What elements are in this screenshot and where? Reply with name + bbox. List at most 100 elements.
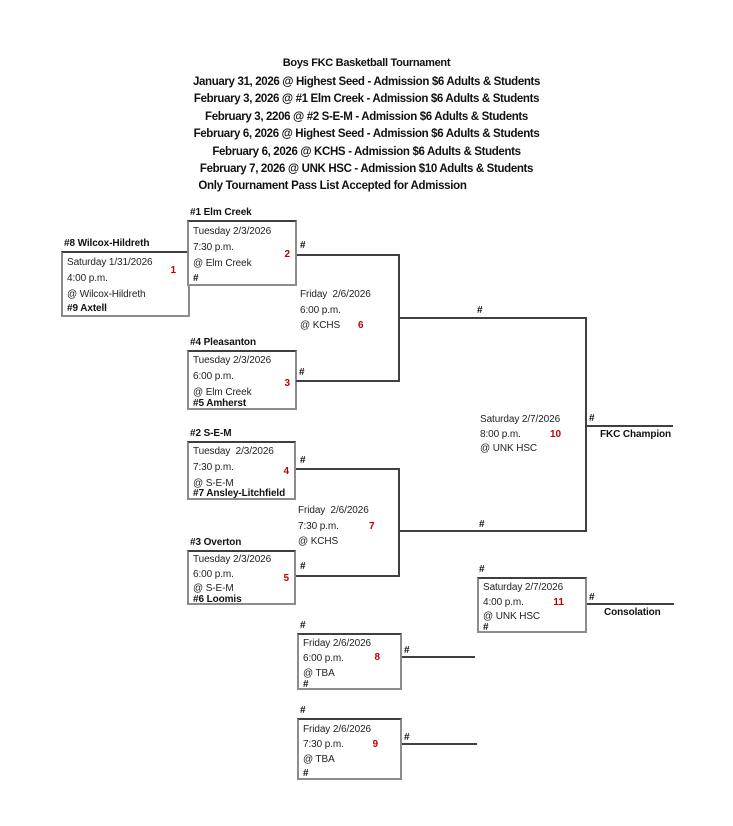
game5-bottom-team: #6 Loomis bbox=[193, 594, 242, 605]
game1-bottom-team: #9 Axtell bbox=[67, 303, 107, 314]
game7-winner-slot: # bbox=[479, 519, 485, 530]
schedule-line-2: February 3, 2026 @ #1 Elm Creek - Admiss… bbox=[193, 93, 540, 106]
game4-box: Tuesday 2/3/2026 7:30 p.m. @ S-E-M #7 An… bbox=[187, 441, 296, 500]
game8-winner-slot: # bbox=[404, 645, 410, 656]
game4-location: @ S-E-M bbox=[193, 478, 234, 489]
connector-g7-winner bbox=[400, 530, 587, 532]
game8-bottom-slot: # bbox=[303, 679, 309, 690]
connector-championship-vertical bbox=[585, 317, 587, 532]
game8-box: Friday 2/6/2026 6:00 p.m. @ TBA # 8 bbox=[297, 633, 402, 690]
game7-number: 7 bbox=[369, 521, 375, 532]
consolation-label: Consolation bbox=[604, 607, 661, 618]
game1-location: @ Wilcox-Hildreth bbox=[67, 289, 146, 300]
game11-date: Saturday 2/7/2026 bbox=[483, 582, 564, 593]
admission-note: Only Tournament Pass List Accepted for A… bbox=[198, 180, 467, 193]
connector-g7-vertical bbox=[398, 468, 400, 577]
tournament-header: Boys FKC Basketball Tournament January 3… bbox=[0, 57, 733, 192]
game9-winner-slot: # bbox=[404, 732, 410, 743]
game2-location: @ Elm Creek bbox=[193, 258, 252, 269]
game3-number: 3 bbox=[284, 378, 290, 389]
game7-date: Friday 2/6/2026 bbox=[298, 505, 369, 516]
game11-top-slot: # bbox=[479, 564, 485, 575]
tournament-title: Boys FKC Basketball Tournament bbox=[282, 57, 451, 69]
game9-box: Friday 2/6/2026 7:30 p.m. @ TBA # 9 bbox=[297, 718, 402, 780]
schedule-line-5: February 6, 2026 @ KCHS - Admission $6 A… bbox=[212, 145, 521, 158]
game8-date: Friday 2/6/2026 bbox=[303, 638, 371, 649]
game11-winner-slot: # bbox=[589, 592, 595, 603]
connector-g5-feed bbox=[296, 575, 400, 577]
game10-winner-slot: # bbox=[589, 413, 595, 424]
game3-date: Tuesday 2/3/2026 bbox=[193, 355, 272, 366]
game6-number: 6 bbox=[358, 320, 364, 331]
game4-number: 4 bbox=[283, 466, 289, 477]
champion-label: FKC Champion bbox=[600, 429, 672, 440]
game1-top-team: #8 Wilcox-Hildreth bbox=[64, 238, 150, 249]
game6-location: @ KCHS bbox=[300, 320, 341, 331]
game5-date: Tuesday 2/3/2026 bbox=[193, 554, 272, 565]
game4-top-team: #2 S-E-M bbox=[190, 428, 232, 439]
connector-g8-winner bbox=[402, 656, 475, 658]
game6-date: Friday 2/6/2026 bbox=[300, 289, 371, 300]
game9-number: 9 bbox=[372, 739, 378, 750]
schedule-line-1: January 31, 2026 @ Highest Seed - Admiss… bbox=[192, 76, 541, 88]
game2-date: Tuesday 2/3/2026 bbox=[193, 226, 272, 237]
game8-number: 8 bbox=[374, 652, 380, 663]
game5-winner-slot: # bbox=[300, 561, 306, 572]
game11-box: Saturday 2/7/2026 4:00 p.m. @ UNK HSC # … bbox=[477, 577, 587, 633]
game2-bottom-slot: # bbox=[193, 273, 199, 284]
connector-g9-winner bbox=[402, 743, 477, 745]
game1-box: Saturday 1/31/2026 4:00 p.m. @ Wilcox-Hi… bbox=[61, 251, 190, 317]
game9-time: 7:30 p.m. bbox=[303, 739, 344, 750]
game6-time: 6:00 p.m. bbox=[300, 305, 341, 316]
game8-time: 6:00 p.m. bbox=[303, 653, 344, 664]
game5-box: Tuesday 2/3/2026 6:00 p.m. @ S-E-M #6 Lo… bbox=[187, 550, 296, 605]
schedule-line-3: February 3, 2206 @ #2 S-E-M - Admission … bbox=[205, 110, 528, 123]
game7-location: @ KCHS bbox=[298, 536, 339, 547]
game2-winner-slot: # bbox=[300, 240, 306, 251]
game9-date: Friday 2/6/2026 bbox=[303, 724, 371, 735]
game8-top-slot: # bbox=[300, 620, 306, 631]
connector-g6-vertical bbox=[398, 254, 400, 382]
game3-winner-slot: # bbox=[299, 367, 305, 378]
game4-date: Tuesday 2/3/2026 bbox=[193, 446, 274, 457]
game10-date: Saturday 2/7/2026 bbox=[480, 414, 561, 425]
game5-location: @ S-E-M bbox=[193, 583, 234, 594]
game7-time: 7:30 p.m. bbox=[298, 521, 339, 532]
game3-box: Tuesday 2/3/2026 6:00 p.m. @ Elm Creek #… bbox=[187, 350, 297, 410]
game11-number: 11 bbox=[553, 597, 564, 608]
game5-top-team: #3 Overton bbox=[190, 537, 242, 548]
game4-time: 7:30 p.m. bbox=[193, 462, 234, 473]
game9-location: @ TBA bbox=[303, 754, 335, 765]
game5-time: 6:00 p.m. bbox=[193, 569, 234, 580]
schedule-line-4: February 6, 2026 @ Highest Seed - Admiss… bbox=[193, 128, 540, 141]
game1-number: 1 bbox=[170, 265, 176, 276]
game2-top-team: #1 Elm Creek bbox=[190, 207, 252, 218]
game8-location: @ TBA bbox=[303, 668, 335, 679]
connector-g6-winner bbox=[400, 317, 587, 319]
game2-box: Tuesday 2/3/2026 7:30 p.m. @ Elm Creek #… bbox=[187, 220, 297, 286]
game2-time: 7:30 p.m. bbox=[193, 242, 234, 253]
game11-location: @ UNK HSC bbox=[483, 611, 541, 622]
game3-top-team: #4 Pleasanton bbox=[190, 337, 256, 348]
game3-bottom-team: #5 Amherst bbox=[193, 398, 247, 409]
game9-bottom-slot: # bbox=[303, 768, 309, 779]
game11-time: 4:00 p.m. bbox=[483, 597, 524, 608]
connector-g2-feed bbox=[297, 254, 400, 256]
game1-time: 4:00 p.m. bbox=[67, 273, 108, 284]
connector-g3-feed bbox=[296, 380, 400, 382]
game10-time: 8:00 p.m. bbox=[480, 429, 521, 440]
game10-location: @ UNK HSC bbox=[480, 443, 538, 454]
connector-champion-winner bbox=[587, 425, 673, 427]
game2-number: 2 bbox=[284, 249, 290, 260]
game6-winner-slot: # bbox=[477, 305, 483, 316]
connector-g4-feed bbox=[296, 468, 400, 470]
schedule-line-6: February 7, 2026 @ UNK HSC - Admission $… bbox=[199, 163, 534, 176]
game9-top-slot: # bbox=[300, 705, 306, 716]
connector-consolation-winner bbox=[587, 603, 674, 605]
game1-date: Saturday 1/31/2026 bbox=[67, 257, 153, 268]
game10-number: 10 bbox=[550, 429, 562, 440]
game3-location: @ Elm Creek bbox=[193, 387, 252, 398]
game4-bottom-team: #7 Ansley-Litchfield bbox=[193, 488, 286, 499]
game11-bottom-slot: # bbox=[483, 622, 489, 633]
